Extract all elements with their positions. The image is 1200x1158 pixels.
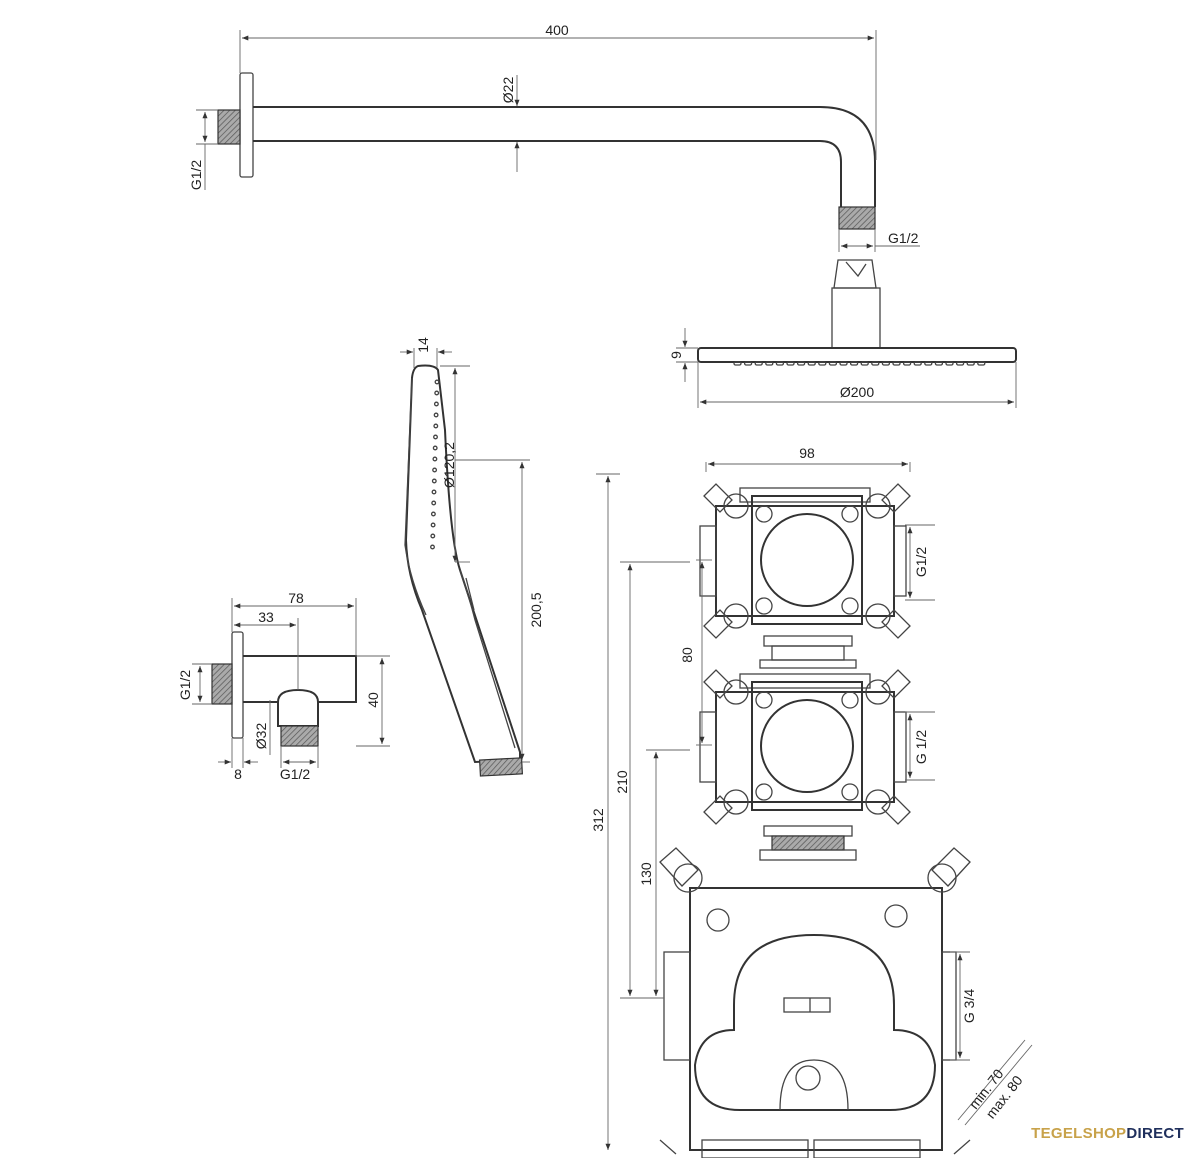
head-shower — [676, 259, 1017, 408]
elbow-body — [243, 655, 357, 703]
dim-arm-outlet-thread: G1/2 — [888, 230, 919, 246]
dim-box1-thread: G1/2 — [913, 547, 929, 578]
dim-elbow-plate: 8 — [234, 766, 242, 782]
thermostat-cartridge-outline — [693, 933, 937, 1111]
stop-valve-box-lower — [699, 669, 911, 825]
dim-hand-length: 200,5 — [528, 592, 544, 627]
arm-wall-thread — [217, 109, 241, 145]
arm-outlet-thread — [838, 206, 876, 230]
dim-height-130: 130 — [638, 862, 654, 886]
dim-hand-width: 14 — [415, 337, 431, 353]
dim-head-height: 9 — [668, 351, 684, 359]
box-connectors — [759, 635, 857, 861]
hand-shower-thread — [478, 757, 524, 777]
dim-elbow-depth: 78 — [288, 590, 304, 606]
elbow-flange — [231, 631, 244, 739]
head-plate — [697, 347, 1017, 363]
brand-logo-part2: DIRECT — [1126, 1125, 1184, 1142]
elbow-outlet-thread — [280, 725, 319, 747]
stop-valve-box-upper — [699, 483, 911, 639]
arm-wall-flange — [239, 72, 254, 178]
head-nozzles — [733, 361, 986, 366]
dim-total-height: 312 — [590, 808, 606, 832]
thermostat-box — [659, 847, 971, 1158]
dimension-labels: 400 Ø22 G1/2 G1/2 9 Ø200 14 Ø120,2 200,5… — [177, 22, 1026, 1121]
head-stem — [831, 287, 881, 349]
dim-arm-diameter: Ø22 — [500, 77, 516, 104]
hand-shower-nozzles — [430, 379, 440, 550]
box-dimension-lines — [596, 461, 1033, 1150]
thermostat-slot — [783, 997, 831, 1013]
dim-box-width: 98 — [799, 445, 815, 461]
dim-height-210: 210 — [614, 770, 630, 794]
elbow-wall-thread — [211, 663, 233, 705]
dim-elbow-thread: G1/2 — [177, 670, 193, 701]
dim-main-thread: G 3/4 — [961, 989, 977, 1023]
dim-elbow-diameter: Ø32 — [253, 723, 269, 750]
dim-box2-thread: G 1/2 — [913, 730, 929, 764]
dim-elbow-axis: 33 — [258, 609, 274, 625]
hand-shower — [400, 348, 530, 777]
arm-tube-top — [253, 106, 876, 207]
head-swivel — [833, 259, 877, 289]
dim-head-diameter: Ø200 — [840, 384, 874, 400]
brand-logo: TEGELSHOPDIRECT — [1031, 1125, 1184, 1142]
dim-box-spacing: 80 — [679, 647, 695, 663]
brand-logo-part1: TEGELSHOP — [1031, 1125, 1127, 1142]
wall-elbow — [192, 598, 390, 768]
dim-hand-face-diameter: Ø120,2 — [441, 442, 457, 488]
dim-arm-length: 400 — [545, 22, 569, 38]
arm-tube-bottom — [253, 140, 842, 207]
dim-elbow-outlet-thread: G1/2 — [280, 766, 311, 782]
dim-wall-thread: G1/2 — [188, 160, 204, 191]
dim-elbow-height: 40 — [365, 692, 381, 708]
shower-arm — [196, 30, 920, 252]
hand-shower-body — [404, 364, 521, 764]
